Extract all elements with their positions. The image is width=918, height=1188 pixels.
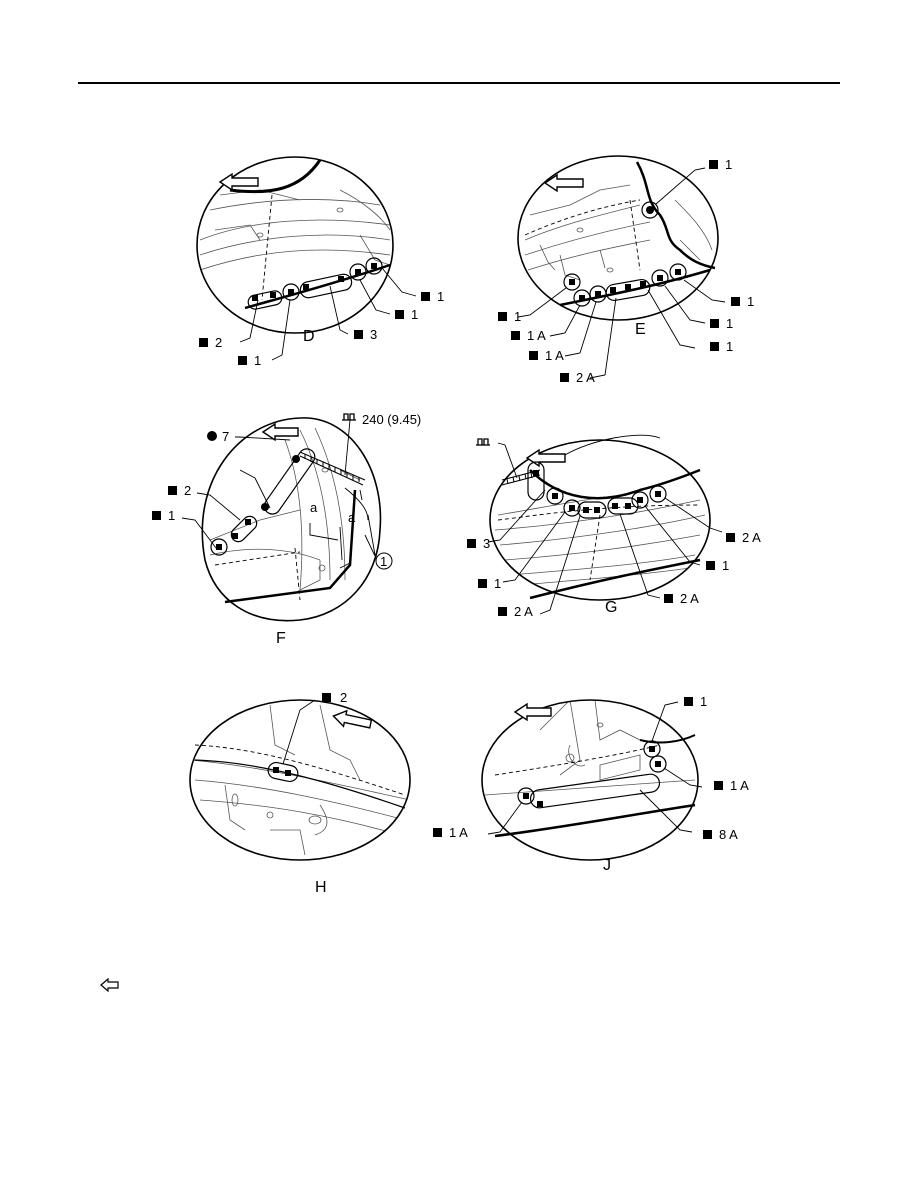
callout-j-2: 1 A (730, 778, 749, 793)
spot-weld-icon (238, 356, 247, 365)
callout-e-5: 1 (514, 309, 521, 324)
callout-d-3: 3 (370, 327, 377, 342)
callout-d-5: 1 (254, 353, 261, 368)
callout-g-3: 2 A (514, 604, 533, 619)
bead-icon (476, 438, 490, 446)
callout-d-1: 1 (437, 289, 444, 304)
callout-f-3: 1 (168, 508, 175, 523)
figure-d: 1 1 3 2 1 D (196, 156, 444, 368)
figure-g: 3 1 2 A 2 A 1 2 A G (467, 434, 761, 619)
bead-icon (342, 413, 356, 421)
spot-weld-icon (478, 579, 487, 588)
spot-weld-icon (498, 607, 507, 616)
spot-weld-icon (710, 342, 719, 351)
callout-j-4: 8 A (719, 827, 738, 842)
spot-weld-icon (529, 351, 538, 360)
forward-arrow-icon (261, 422, 299, 442)
figure-e: 1 1 1 1 1 1 A 1 A 2 A E (498, 155, 754, 385)
callout-d-2: 1 (411, 307, 418, 322)
forward-arrow-icon (543, 173, 584, 193)
spot-weld-icon (498, 312, 507, 321)
spot-weld-icon (664, 594, 673, 603)
back-arrow-icon[interactable] (100, 978, 120, 992)
callout-g-2: 1 (494, 576, 501, 591)
spot-weld-icon (714, 781, 723, 790)
callout-g-6: 2 A (742, 530, 761, 545)
callout-f-1: 7 (222, 429, 229, 444)
callout-e-6: 1 A (527, 328, 546, 343)
arc-weld-icon (207, 431, 217, 441)
sealer-bead (299, 451, 366, 486)
figure-h: 2 H (189, 690, 411, 896)
forward-arrow-icon (525, 448, 566, 468)
callout-g-5: 1 (722, 558, 729, 573)
callout-e-8: 2 A (576, 370, 595, 385)
circled-number-icon (375, 552, 393, 570)
callout-h-1: 2 (340, 690, 347, 705)
spot-weld-icon (560, 373, 569, 382)
callout-e-2: 1 (747, 294, 754, 309)
spot-weld-icon (710, 319, 719, 328)
header-rule (78, 82, 840, 84)
callout-j-1: 1 (700, 694, 707, 709)
figure-label-h: H (315, 879, 327, 896)
figure-label-e: E (635, 321, 646, 338)
callout-f-2: 2 (184, 483, 191, 498)
callout-e-3: 1 (726, 316, 733, 331)
figure-j: 1 1 A 1 A 8 A J (433, 694, 749, 874)
figure-label-j: J (603, 857, 611, 874)
callout-e-4: 1 (726, 339, 733, 354)
spot-weld-icon (511, 331, 520, 340)
spot-weld-icon (421, 292, 430, 301)
forward-arrow-icon (218, 172, 259, 192)
spot-weld-icon (322, 693, 331, 702)
figure-f: 7 2 1 240 (9.45) a a 1 F (152, 412, 421, 647)
spot-weld-icon (731, 297, 740, 306)
spot-weld-icon (684, 697, 693, 706)
callout-e-7: 1 A (545, 348, 564, 363)
figure-label-d: D (303, 328, 315, 345)
spot-weld-icon (168, 486, 177, 495)
arc-weld-icon (646, 206, 654, 214)
forward-arrow-icon (513, 702, 552, 722)
callout-g-1: 3 (483, 536, 490, 551)
spot-weld-icon (703, 830, 712, 839)
callout-g-4: 2 A (680, 591, 699, 606)
spot-weld-icon (199, 338, 208, 347)
spot-weld-icon (354, 330, 363, 339)
circled-number-f: 1 (380, 554, 387, 569)
spot-weld-icon (467, 539, 476, 548)
figure-label-g: G (605, 599, 617, 616)
spot-weld-icon (709, 160, 718, 169)
bead-spec-f: 240 (9.45) (362, 412, 421, 427)
callout-e-1: 1 (725, 157, 732, 172)
spot-weld-icon (152, 511, 161, 520)
dimension-a-1: a (310, 500, 318, 515)
spot-weld-icon (395, 310, 404, 319)
spot-weld-icon (433, 828, 442, 837)
spot-weld-icon (726, 533, 735, 542)
figure-label-f: F (276, 630, 286, 647)
callout-d-4: 2 (215, 335, 222, 350)
dimension-a-2: a (348, 510, 356, 525)
forward-arrow-icon (332, 709, 373, 729)
callout-j-3: 1 A (449, 825, 468, 840)
spot-weld-icon (706, 561, 715, 570)
